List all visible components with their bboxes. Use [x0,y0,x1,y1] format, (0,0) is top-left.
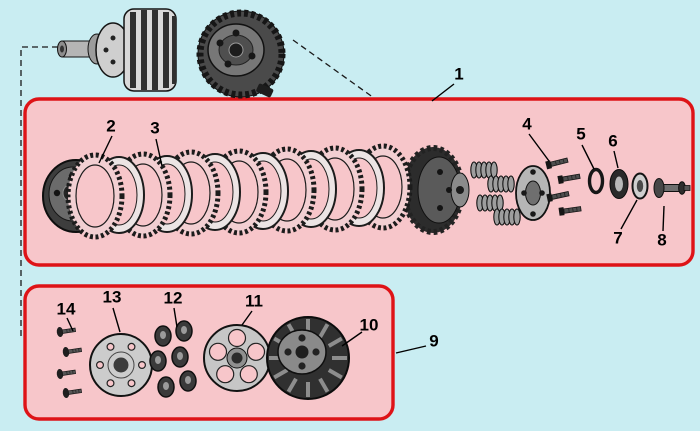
assembled-clutch-side-view [57,8,177,92]
callout-line-6 [613,150,619,169]
callout-line-10 [341,331,363,347]
callout-line-8 [662,205,665,232]
pushrod-8 [653,178,691,198]
callout-line-11 [241,310,253,326]
washer-5 [587,167,605,195]
reference-dashed-line-left [20,46,58,340]
callout-13: 13 [102,287,122,307]
callout-14: 14 [56,299,76,319]
callout-line-5 [581,144,595,170]
callout-6: 6 [608,131,618,151]
callout-2: 2 [106,116,116,136]
callout-line-7 [620,199,638,230]
callout-line-13 [112,307,121,333]
callout-line-1 [431,83,455,102]
reference-dashed-line-right [292,39,375,99]
callout-line-4 [528,133,550,162]
callout-line-12 [173,307,178,328]
bearing-6 [609,169,629,199]
friction-plate [65,152,125,240]
callout-12: 12 [163,288,183,308]
damper-hub-spider [203,324,271,392]
callout-9: 9 [429,331,439,351]
callout-3: 3 [150,118,160,138]
callout-10: 10 [359,315,379,335]
damper-cover-plate [89,333,153,397]
spring-retainer-plate [515,165,551,221]
callout-5: 5 [576,124,586,144]
callout-4: 4 [522,114,532,134]
clutch-basket [266,316,350,400]
washer-7 [631,172,649,200]
callout-lines [66,83,665,354]
callout-1: 1 [454,64,464,84]
callout-line-14 [66,317,74,332]
callout-8: 8 [657,230,667,250]
callout-line-2 [98,135,113,164]
callout-11: 11 [245,291,263,311]
callout-line-3 [155,138,163,167]
callout-7: 7 [613,228,623,248]
callout-line-9 [395,345,427,354]
assembled-clutch-basket-view [196,9,286,99]
clutch-plate-stack [65,143,413,240]
